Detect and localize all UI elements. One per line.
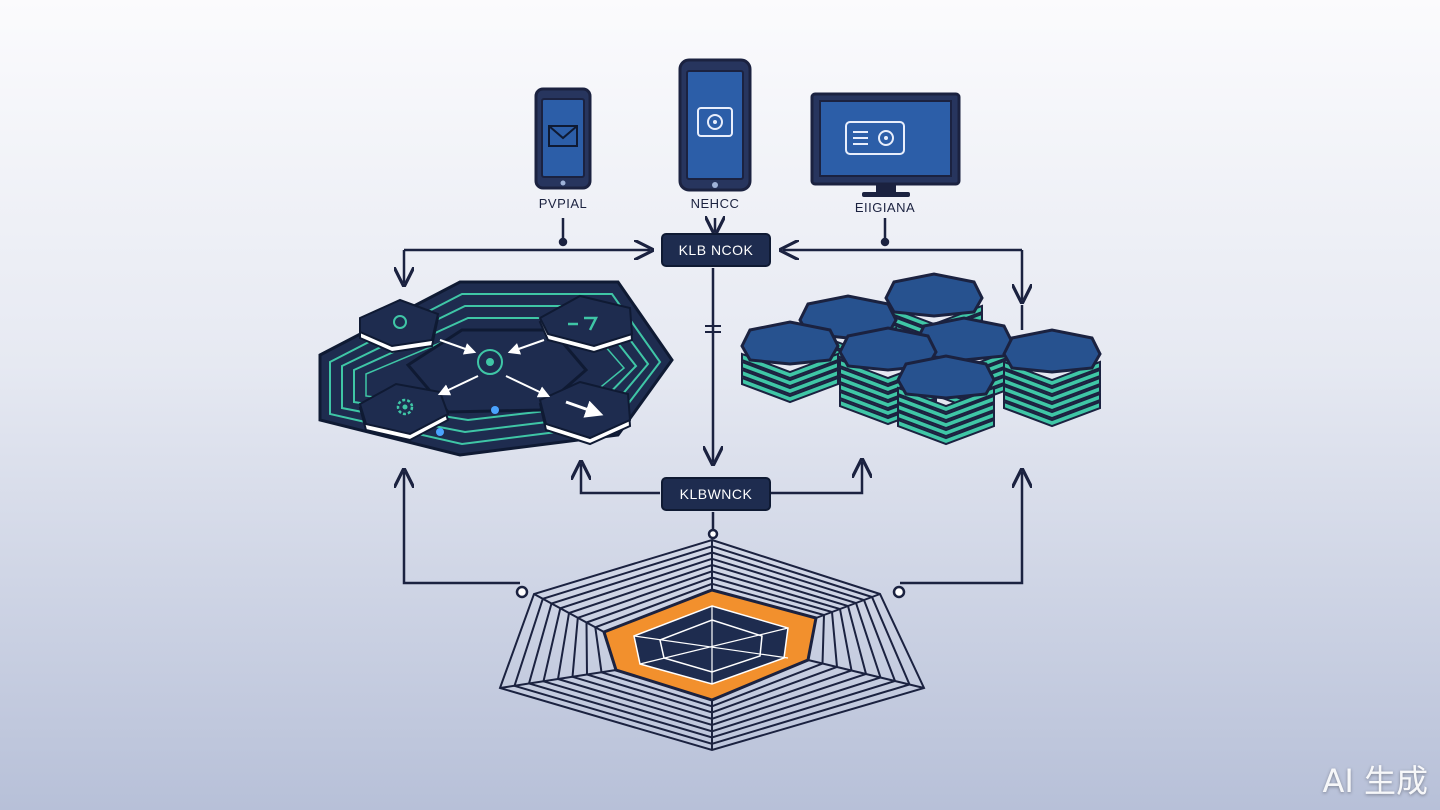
settings-panel-icon — [845, 121, 905, 155]
phone-left-device — [534, 87, 592, 190]
board-inner-arrows — [437, 339, 551, 398]
monitor-right-device — [810, 92, 961, 197]
hexagon-web-core — [498, 538, 926, 752]
tile-bottom-left — [358, 382, 450, 442]
device-label-left: PVPIAL — [539, 196, 588, 211]
camera-icon — [697, 107, 733, 137]
server-stack — [896, 354, 996, 446]
server-stack — [740, 320, 840, 404]
connector-lines-middle — [404, 462, 1022, 599]
server-stack — [1002, 328, 1102, 428]
node-box-bottom: KLBWNCK — [661, 477, 771, 511]
tile-top-left — [359, 298, 440, 354]
server-stack-cluster — [740, 272, 1102, 446]
tile-bottom-right — [538, 380, 632, 446]
device-label-center: NEHCC — [691, 196, 740, 211]
watermark-text: AI 生成 — [1322, 762, 1428, 800]
phone-center-device — [678, 58, 752, 192]
mail-icon — [548, 125, 578, 147]
arrow-right-icon — [565, 400, 604, 418]
tile-top-right — [538, 294, 634, 354]
connector-lines-top — [404, 218, 1022, 462]
gear-icon — [396, 398, 414, 416]
node-box-top: KLB NCOK — [661, 233, 771, 267]
node-box-top-label: KLB NCOK — [679, 242, 754, 258]
device-label-right: EIIGIANA — [855, 200, 915, 215]
node-box-bottom-label: KLBWNCK — [680, 486, 753, 502]
